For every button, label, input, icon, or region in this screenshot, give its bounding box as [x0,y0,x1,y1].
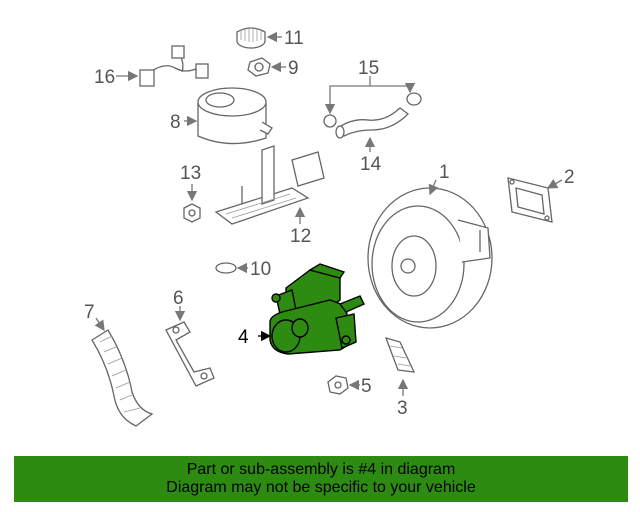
part-11-cap [236,27,266,49]
part-12-bracket [214,145,325,225]
label-16: 16 [94,67,115,88]
label-3: 3 [397,398,408,419]
part-15-clamp-left [323,114,337,128]
part-9-nut [247,57,271,77]
part-6-bracket [165,321,215,387]
part-7-shield [91,329,154,427]
part-5-nut [327,375,349,395]
part-13-bolt [183,203,201,223]
label-5: 5 [361,376,372,397]
part-10-seal [215,262,237,274]
label-12: 12 [290,226,311,247]
label-13: 13 [180,163,201,184]
label-9: 9 [288,58,299,79]
part-3-spacer [384,337,416,373]
part-2-gasket [507,177,553,223]
label-1: 1 [439,162,450,183]
part-14-hose [335,107,409,139]
label-14: 14 [360,154,382,175]
label-8: 8 [170,112,181,133]
label-15: 15 [358,58,379,79]
part-8-reservoir [197,87,273,145]
banner-line-1: Part or sub-assembly is #4 in diagram [186,461,456,478]
info-banner: Part or sub-assembly is #4 in diagram Di… [14,456,628,502]
part-1-brake-booster [367,187,493,329]
label-7: 7 [84,302,95,323]
parts-diagram: 11 9 16 15 14 8 [84,27,575,427]
part-16-harness [139,45,209,87]
part-15-clamp-right [406,92,422,106]
label-6: 6 [173,288,184,309]
label-10: 10 [250,259,271,280]
label-11: 11 [284,28,304,49]
label-4: 4 [238,327,249,348]
banner-line-2: Diagram may not be specific to your vehi… [166,479,476,496]
part-4-master-cylinder [269,263,365,355]
label-2: 2 [564,167,575,188]
